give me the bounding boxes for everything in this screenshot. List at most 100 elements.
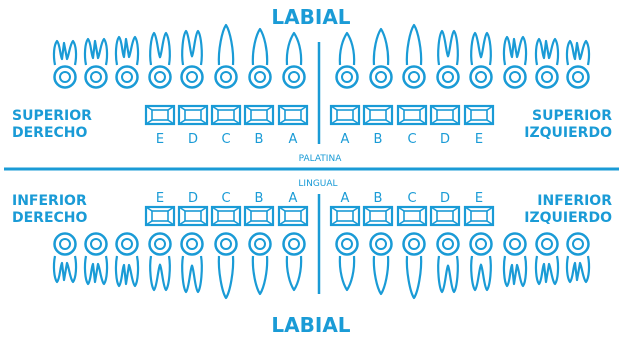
primary-box-lower-left-1 xyxy=(364,207,392,225)
tooth-upper-8 xyxy=(337,33,358,88)
primary-box-upper-right-0 xyxy=(146,106,174,124)
tooth-lower-2 xyxy=(116,234,138,287)
tooth-crown-outer xyxy=(117,67,138,88)
tooth-crown-outer xyxy=(250,234,271,255)
superior-derecho-label-line1: SUPERIOR xyxy=(12,108,92,124)
tooth-crown-outer xyxy=(438,234,459,255)
tooth-upper-5 xyxy=(216,25,237,88)
tooth-upper-11 xyxy=(438,31,459,88)
primary-box-lower-right-3 xyxy=(245,207,273,225)
primary-box-lower-left-4 xyxy=(465,207,493,225)
tooth-upper-10 xyxy=(404,25,425,88)
tooth-root xyxy=(253,29,267,65)
primary-box-upper-left-1 xyxy=(364,106,392,124)
superior-izquierdo-label-line1: SUPERIOR xyxy=(532,108,612,124)
tooth-lower-11 xyxy=(438,234,459,293)
tooth-root xyxy=(150,256,170,290)
tooth-crown-outer xyxy=(371,234,392,255)
tooth-crown-outer xyxy=(337,234,358,255)
lower-right-letter-2: C xyxy=(221,191,230,206)
lower-right-letter-1: D xyxy=(188,191,198,206)
primary-box-upper-left-0 xyxy=(331,106,359,124)
tooth-root xyxy=(340,256,354,290)
upper-left-letter-2: C xyxy=(407,132,416,147)
tooth-root xyxy=(116,256,138,286)
tooth-crown-outer xyxy=(216,234,237,255)
tooth-root xyxy=(407,256,421,298)
tooth-lower-15 xyxy=(567,234,589,283)
primary-box-lower-left-2 xyxy=(398,207,426,225)
tooth-crown-outer xyxy=(537,67,558,88)
tooth-root xyxy=(567,256,589,282)
tooth-upper-3 xyxy=(150,33,171,88)
tooth-upper-12 xyxy=(471,33,492,88)
tooth-crown-outer xyxy=(337,67,358,88)
tooth-crown-outer xyxy=(404,67,425,88)
tooth-crown-outer xyxy=(150,234,171,255)
upper-left-letter-3: D xyxy=(440,132,450,147)
tooth-upper-4 xyxy=(182,31,203,88)
primary-box-upper-right-3 xyxy=(245,106,273,124)
upper-right-letter-3: B xyxy=(255,132,264,147)
tooth-upper-2 xyxy=(116,37,138,88)
lower-left-letter-1: B xyxy=(374,191,383,206)
tooth-upper-15 xyxy=(567,41,589,88)
upper-right-letter-0: E xyxy=(156,132,164,147)
lower-left-letter-3: D xyxy=(440,191,450,206)
tooth-root xyxy=(536,256,558,284)
tooth-crown-outer xyxy=(216,67,237,88)
tooth-crown-outer xyxy=(438,67,459,88)
primary-box-upper-left-3 xyxy=(431,106,459,124)
tooth-crown-outer xyxy=(182,234,203,255)
primary-box-lower-right-4 xyxy=(279,207,307,225)
tooth-lower-14 xyxy=(536,234,558,285)
tooth-root xyxy=(340,33,354,65)
tooth-crown-outer xyxy=(505,234,526,255)
lower-left-letter-2: C xyxy=(407,191,416,206)
labial-top-label: LABIAL xyxy=(271,5,350,29)
upper-right-letter-4: A xyxy=(289,132,298,147)
labial-bottom-label: LABIAL xyxy=(271,313,350,337)
superior-izquierdo-label-line2: IZQUIERDO xyxy=(524,125,612,141)
tooth-upper-7 xyxy=(284,33,305,88)
tooth-lower-13 xyxy=(504,234,526,287)
lower-right-letter-4: A xyxy=(289,191,298,206)
tooth-root xyxy=(438,256,458,292)
upper-right-letter-1: D xyxy=(188,132,198,147)
tooth-root xyxy=(54,256,76,282)
tooth-crown-outer xyxy=(86,67,107,88)
primary-box-lower-right-2 xyxy=(212,207,240,225)
primary-box-lower-right-0 xyxy=(146,207,174,225)
tooth-root xyxy=(253,256,267,294)
tooth-root xyxy=(85,256,107,284)
lingual-label: LINGUAL xyxy=(298,179,337,189)
tooth-upper-0 xyxy=(54,41,76,88)
inferior-derecho-label-line1: INFERIOR xyxy=(12,193,87,209)
tooth-root xyxy=(287,256,301,290)
tooth-lower-0 xyxy=(54,234,76,283)
tooth-root xyxy=(150,33,170,65)
tooth-lower-9 xyxy=(371,234,392,295)
lower-left-letter-0: A xyxy=(341,191,350,206)
primary-box-upper-left-2 xyxy=(398,106,426,124)
tooth-root xyxy=(219,256,233,298)
tooth-root xyxy=(374,256,388,294)
palatina-label: PALATINA xyxy=(299,154,343,164)
tooth-upper-1 xyxy=(85,39,107,88)
tooth-crown-outer xyxy=(471,234,492,255)
tooth-crown-outer xyxy=(404,234,425,255)
primary-box-lower-left-3 xyxy=(431,207,459,225)
tooth-lower-6 xyxy=(250,234,271,295)
tooth-root xyxy=(182,256,202,292)
tooth-root xyxy=(287,33,301,65)
superior-derecho-label-line2: DERECHO xyxy=(12,125,88,141)
tooth-lower-5 xyxy=(216,234,237,299)
tooth-crown-outer xyxy=(284,234,305,255)
tooth-crown-outer xyxy=(55,67,76,88)
tooth-root xyxy=(407,25,421,65)
tooth-crown-outer xyxy=(117,234,138,255)
tooth-crown-outer xyxy=(568,67,589,88)
tooth-root xyxy=(471,256,491,290)
primary-box-upper-right-1 xyxy=(179,106,207,124)
